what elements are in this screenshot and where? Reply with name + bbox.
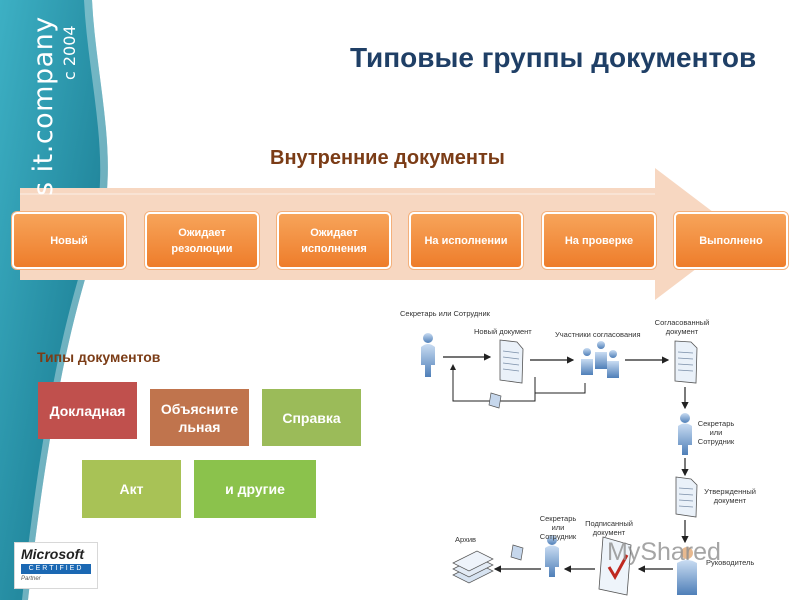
company-brand-text: s it.company — [28, 16, 59, 196]
doc-type-explanatory: Объясните льная — [150, 389, 249, 446]
since-year-text: с 2004 — [60, 25, 79, 80]
doc-type-others: и другие — [194, 460, 316, 518]
label-secretary3: Секретарь или Сотрудник — [539, 514, 577, 541]
label-archive: Архив — [455, 535, 477, 544]
label-signed-doc: Подписанный документ — [585, 519, 633, 537]
process-heading: Внутренние документы — [270, 147, 505, 169]
signed-document-icon — [598, 536, 632, 596]
agreed-document-icon — [674, 340, 698, 384]
logo-brand: Microsoft — [21, 546, 84, 562]
label-approvers: Участники согласования — [555, 330, 641, 339]
stage-in-review: На проверке — [542, 212, 656, 269]
secretary3-person-icon — [545, 535, 559, 577]
watermark: MyShared — [607, 538, 721, 566]
stage-completed: Выполнено — [674, 212, 788, 269]
label-manager: Руководитель — [706, 558, 755, 567]
doc-type-memo: Докладная — [38, 382, 137, 439]
label-sender: Секретарь или Сотрудник — [400, 309, 490, 318]
stage-awaiting-resolution: Ожидает резолюции — [145, 212, 259, 269]
slide-title: Типовые группы документов — [350, 42, 757, 73]
approvers-group-icon — [581, 341, 619, 378]
doc-type-certificate: Справка — [262, 389, 361, 446]
label-agreed-doc: Согласованный документ — [654, 318, 710, 336]
new-document-icon — [499, 339, 524, 384]
stage-in-execution: На исполнении — [409, 212, 523, 269]
doc-types-heading: Типы документов — [37, 349, 161, 365]
small-document2-icon — [510, 544, 524, 561]
secretary-person-icon — [678, 413, 692, 455]
logo-certified: CERTIFIED — [21, 564, 91, 574]
approved-document-icon — [675, 476, 698, 518]
manager-person-icon — [677, 547, 697, 595]
sender-person-icon — [421, 333, 435, 377]
label-approved-doc: Утвержденный документ — [704, 487, 756, 505]
label-new-doc: Новый документ — [474, 327, 532, 336]
stage-awaiting-execution: Ожидает исполнения — [277, 212, 391, 269]
doc-type-act: Акт — [82, 460, 181, 518]
stage-new: Новый — [12, 212, 126, 269]
workflow-diagram — [421, 333, 698, 596]
label-secretary2: Секретарь или Сотрудник — [697, 419, 735, 446]
microsoft-partner-logo: Microsoft CERTIFIED Partner — [14, 542, 98, 589]
small-document-icon — [488, 392, 502, 409]
archive-stack-icon — [452, 550, 494, 584]
logo-partner: Partner — [21, 576, 41, 582]
